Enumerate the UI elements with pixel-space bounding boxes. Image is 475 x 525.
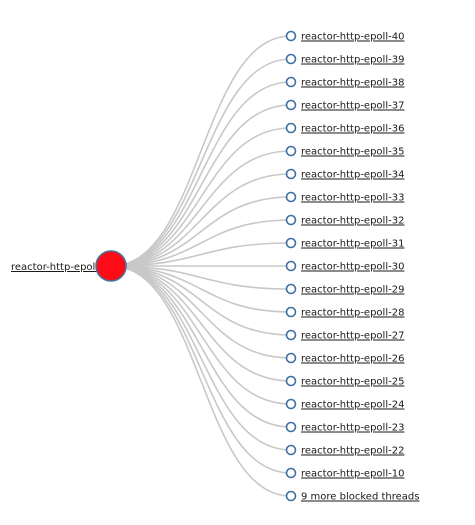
child-thread-label[interactable]: reactor-http-epoll-33 [301, 193, 404, 204]
child-thread-label[interactable]: reactor-http-epoll-35 [301, 147, 404, 158]
child-thread-circle[interactable] [285, 421, 297, 433]
tree-link [110, 265, 292, 451]
child-thread-label[interactable]: reactor-http-epoll-29 [301, 285, 404, 296]
child-thread-label[interactable]: reactor-http-epoll-31 [301, 239, 404, 250]
tree-link [110, 265, 292, 336]
child-thread-node[interactable]: reactor-http-epoll-26 [285, 352, 405, 365]
child-thread-label[interactable]: reactor-http-epoll-22 [301, 446, 404, 457]
tree-link [110, 196, 292, 267]
child-thread-node[interactable]: reactor-http-epoll-39 [285, 53, 405, 66]
child-thread-circle[interactable] [285, 168, 297, 180]
child-thread-node[interactable]: reactor-http-epoll-34 [285, 168, 405, 181]
child-thread-circle[interactable] [285, 467, 297, 479]
child-thread-node[interactable]: reactor-http-epoll-23 [285, 421, 405, 434]
child-thread-node[interactable]: reactor-http-epoll-24 [285, 398, 405, 411]
child-thread-label[interactable]: reactor-http-epoll-24 [301, 400, 404, 411]
tree-link [110, 242, 292, 267]
child-thread-circle[interactable] [285, 99, 297, 111]
child-thread-label[interactable]: reactor-http-epoll-37 [301, 101, 404, 112]
child-thread-circle[interactable] [285, 145, 297, 157]
child-thread-label[interactable]: reactor-http-epoll-23 [301, 423, 404, 434]
child-thread-circle[interactable] [285, 375, 297, 387]
child-thread-node[interactable]: reactor-http-epoll-32 [285, 214, 405, 227]
child-thread-circle[interactable] [285, 30, 297, 42]
tree-link [110, 127, 292, 267]
tree-link [110, 104, 292, 267]
child-thread-circle[interactable] [285, 306, 297, 318]
tree-link [110, 265, 292, 382]
tree-links [110, 35, 292, 497]
tree-link [110, 58, 292, 267]
child-thread-node[interactable]: 9 more blocked threads [285, 490, 420, 503]
child-thread-circle[interactable] [285, 398, 297, 410]
tree-link [110, 265, 292, 290]
child-thread-circle[interactable] [285, 490, 297, 502]
tree-link [110, 265, 292, 428]
child-thread-node[interactable]: reactor-http-epoll-38 [285, 76, 405, 89]
child-thread-node[interactable]: reactor-http-epoll-28 [285, 306, 405, 319]
child-thread-label[interactable]: reactor-http-epoll-27 [301, 331, 404, 342]
child-thread-circle[interactable] [285, 352, 297, 364]
child-thread-node[interactable]: reactor-http-epoll-40 [285, 30, 405, 43]
child-thread-label[interactable]: reactor-http-epoll-32 [301, 216, 404, 227]
child-thread-label[interactable]: 9 more blocked threads [301, 492, 419, 503]
child-thread-nodes: reactor-http-epoll-40 reactor-http-epoll-… [285, 30, 420, 503]
child-thread-node[interactable]: reactor-http-epoll-30 [285, 260, 405, 273]
tree-link [110, 265, 292, 359]
tree-link [110, 81, 292, 267]
child-thread-circle[interactable] [285, 76, 297, 88]
child-thread-node[interactable]: reactor-http-epoll-27 [285, 329, 405, 342]
tree-link [110, 265, 292, 497]
child-thread-circle[interactable] [285, 444, 297, 456]
child-thread-node[interactable]: reactor-http-epoll-25 [285, 375, 405, 388]
child-thread-label[interactable]: reactor-http-epoll-28 [301, 308, 404, 319]
tree-link [110, 265, 292, 313]
tree-link [110, 265, 292, 405]
root-thread-node[interactable]: reactor-http-epoll-12 [11, 250, 127, 282]
child-thread-label[interactable]: reactor-http-epoll-40 [301, 32, 404, 43]
child-thread-label[interactable]: reactor-http-epoll-36 [301, 124, 404, 135]
child-thread-label[interactable]: reactor-http-epoll-38 [301, 78, 404, 89]
tree-link [110, 265, 292, 474]
tree-link [110, 150, 292, 267]
child-thread-node[interactable]: reactor-http-epoll-29 [285, 283, 405, 296]
child-thread-node[interactable]: reactor-http-epoll-22 [285, 444, 405, 457]
child-thread-circle[interactable] [285, 53, 297, 65]
child-thread-circle[interactable] [285, 260, 297, 272]
child-thread-circle[interactable] [285, 329, 297, 341]
child-thread-circle[interactable] [285, 214, 297, 226]
child-thread-label[interactable]: reactor-http-epoll-10 [301, 469, 404, 480]
child-thread-circle[interactable] [285, 237, 297, 249]
child-thread-circle[interactable] [285, 191, 297, 203]
child-thread-label[interactable]: reactor-http-epoll-39 [301, 55, 404, 66]
child-thread-node[interactable]: reactor-http-epoll-36 [285, 122, 405, 135]
child-thread-label[interactable]: reactor-http-epoll-34 [301, 170, 404, 181]
child-thread-label[interactable]: reactor-http-epoll-30 [301, 262, 404, 273]
child-thread-label[interactable]: reactor-http-epoll-25 [301, 377, 404, 388]
child-thread-circle[interactable] [285, 122, 297, 134]
child-thread-node[interactable]: reactor-http-epoll-31 [285, 237, 405, 250]
child-thread-node[interactable]: reactor-http-epoll-33 [285, 191, 405, 204]
child-thread-node[interactable]: reactor-http-epoll-37 [285, 99, 405, 112]
root-thread-circle[interactable] [95, 250, 127, 282]
tree-link [110, 35, 292, 267]
tree-link [110, 173, 292, 267]
child-thread-circle[interactable] [285, 283, 297, 295]
child-thread-label[interactable]: reactor-http-epoll-26 [301, 354, 404, 365]
tree-link [110, 219, 292, 267]
child-thread-node[interactable]: reactor-http-epoll-35 [285, 145, 405, 158]
root-thread-label[interactable]: reactor-http-epoll-12 [11, 262, 114, 273]
child-thread-node[interactable]: reactor-http-epoll-10 [285, 467, 405, 480]
